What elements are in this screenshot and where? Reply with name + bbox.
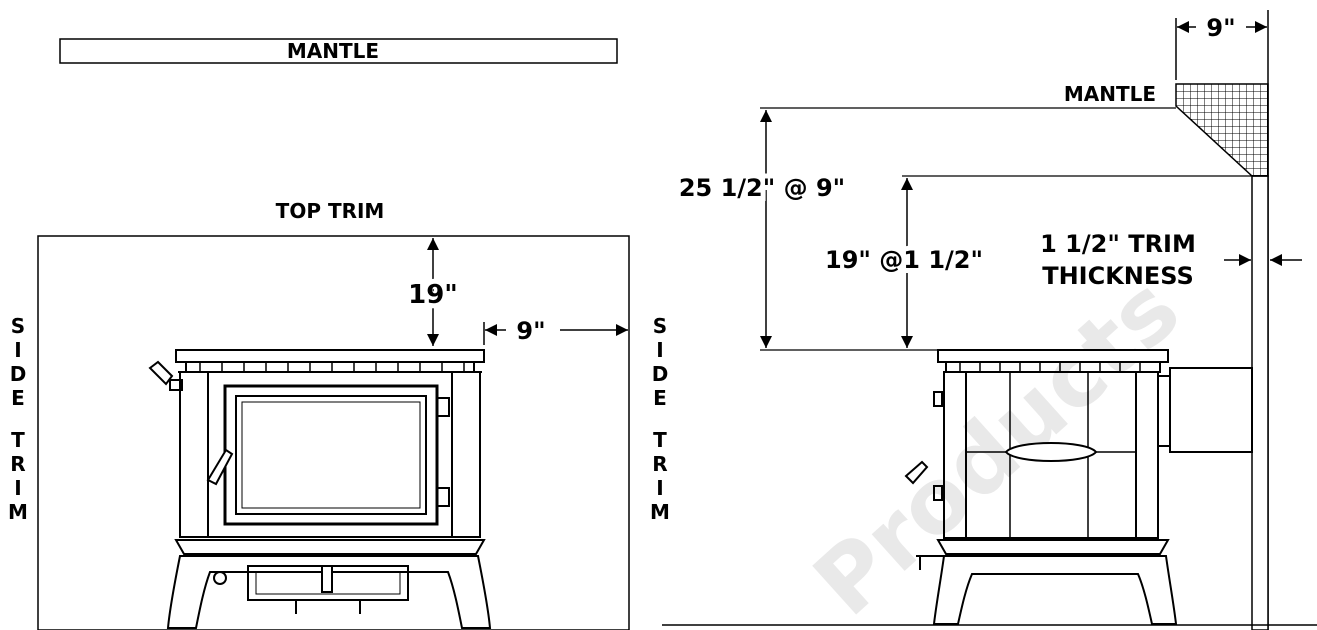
- side-trim-letter: D: [652, 362, 669, 386]
- top-clearance-value: 19": [408, 280, 458, 310]
- side-trim-letter: S: [11, 314, 25, 338]
- mantle-label: MANTLE: [287, 39, 379, 63]
- side-trim-piece: [1251, 175, 1269, 630]
- side-trim-letter: I: [14, 476, 21, 500]
- side-trim-letter: I: [14, 338, 21, 362]
- side-trim-left-label: S I D E T R I M: [8, 314, 28, 524]
- mantle-block: [1175, 83, 1269, 177]
- side-trim-letter: I: [656, 338, 663, 362]
- side-trim-letter: T: [11, 428, 25, 452]
- stove-side-drawing: [904, 349, 1253, 625]
- side-trim-letter: E: [653, 386, 667, 410]
- side-trim-letter: R: [652, 452, 667, 476]
- trim-thickness-line1: 1 1/2" TRIM: [1040, 230, 1196, 258]
- side-trim-letter: M: [650, 500, 670, 524]
- front-view: MANTLE TOP TRIM 19" 9" S I D E T R I M S…: [8, 38, 670, 630]
- side-trim-right-label: S I D E T R I M: [650, 314, 670, 524]
- trim-thickness-line2: THICKNESS: [1042, 262, 1194, 290]
- stove-front-drawing: [148, 349, 492, 629]
- side-view: MANTLE 9" 25 1/2" @ 9" 19" @1 1/2" 1 1/2…: [662, 10, 1317, 630]
- side-trim-letter: R: [10, 452, 25, 476]
- side-trim-letter: D: [10, 362, 27, 386]
- trim-height-value: 19" @1 1/2": [825, 246, 983, 274]
- side-trim-letter: S: [653, 314, 667, 338]
- mantle-height-value: 25 1/2" @ 9": [679, 174, 845, 202]
- mantle-bar: [59, 38, 618, 64]
- side-trim-letter: I: [656, 476, 663, 500]
- trim-frame: [37, 235, 630, 630]
- side-trim-letter: E: [11, 386, 25, 410]
- side-trim-letter: M: [8, 500, 28, 524]
- mantle-depth-value: 9": [1206, 14, 1235, 42]
- side-trim-letter: T: [653, 428, 667, 452]
- side-mantle-label: MANTLE: [1064, 82, 1156, 106]
- side-clearance-value: 9": [516, 317, 545, 345]
- top-trim-label: TOP TRIM: [276, 199, 385, 223]
